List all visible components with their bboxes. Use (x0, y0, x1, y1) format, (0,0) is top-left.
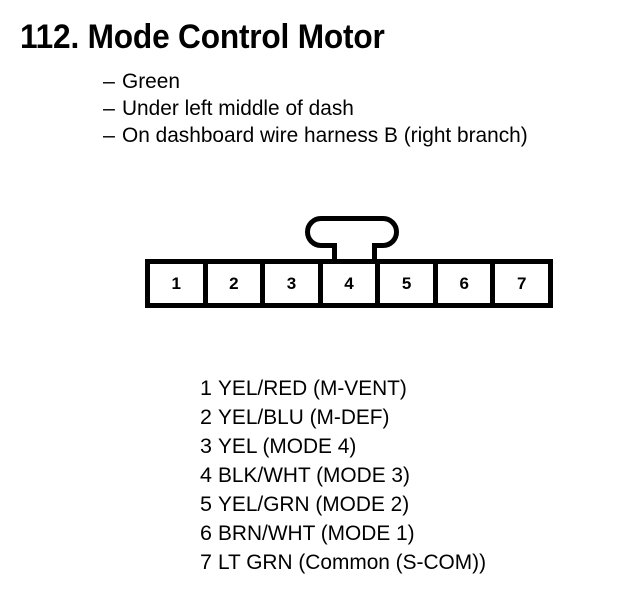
pin-cell-4: 4 (322, 264, 376, 303)
legend-pin-number: 7 (200, 550, 212, 574)
connector-diagram: 1 2 3 4 5 6 7 (145, 216, 553, 308)
connector-latch-neck-fill (337, 243, 372, 261)
legend-pin-description: YEL (MODE 4) (218, 434, 357, 458)
legend-pin-number: 3 (200, 434, 212, 458)
legend-row: 3 YEL (MODE 4) (200, 432, 620, 461)
legend-row: 2 YEL/BLU (M-DEF) (200, 403, 620, 432)
legend-pin-number: 6 (200, 521, 212, 545)
legend-pin-number: 5 (200, 492, 212, 516)
dash-icon: – (103, 123, 115, 147)
legend-pin-description: BLK/WHT (MODE 3) (218, 463, 410, 487)
connector-pin-body: 1 2 3 4 5 6 7 (145, 259, 553, 308)
description-bullet-list: – Green – Under left middle of dash – On… (103, 68, 633, 149)
bullet-item-label: On dashboard wire harness B (right branc… (122, 123, 528, 147)
pin-cell-5: 5 (380, 264, 433, 303)
pin-cell-2: 2 (207, 264, 261, 303)
bullet-item-label: Green (122, 69, 180, 93)
bullet-item-harness: – On dashboard wire harness B (right bra… (103, 122, 633, 149)
legend-pin-description: YEL/RED (M-VENT) (218, 376, 407, 400)
legend-pin-number: 2 (200, 405, 212, 429)
bullet-item-location: – Under left middle of dash (103, 95, 633, 122)
pin-cell-1: 1 (150, 264, 203, 303)
pin-cell-6: 6 (437, 264, 491, 303)
dash-icon: – (103, 96, 115, 120)
connector-latch-neck-right (372, 243, 377, 261)
legend-row: 7 LT GRN (Common (S-COM)) (200, 548, 620, 577)
legend-row: 5 YEL/GRN (MODE 2) (200, 490, 620, 519)
bullet-item-label: Under left middle of dash (122, 96, 354, 120)
pin-cell-3: 3 (265, 264, 318, 303)
legend-row: 1 YEL/RED (M-VENT) (200, 374, 620, 403)
bullet-item-color: – Green (103, 68, 633, 95)
legend-pin-number: 1 (200, 376, 212, 400)
legend-pin-number: 4 (200, 463, 212, 487)
page-title: 112. Mode Control Motor (20, 18, 385, 56)
legend-pin-description: BRN/WHT (MODE 1) (218, 521, 415, 545)
legend-pin-description: LT GRN (Common (S-COM)) (218, 550, 487, 574)
pin-cell-7: 7 (495, 264, 549, 303)
legend-row: 4 BLK/WHT (MODE 3) (200, 461, 620, 490)
legend-pin-description: YEL/BLU (M-DEF) (218, 405, 390, 429)
legend-pin-description: YEL/GRN (MODE 2) (218, 492, 410, 516)
dash-icon: – (103, 69, 115, 93)
pin-legend: 1 YEL/RED (M-VENT) 2 YEL/BLU (M-DEF) 3 Y… (200, 374, 620, 577)
connector-latch-neck-left (332, 243, 337, 261)
legend-row: 6 BRN/WHT (MODE 1) (200, 519, 620, 548)
